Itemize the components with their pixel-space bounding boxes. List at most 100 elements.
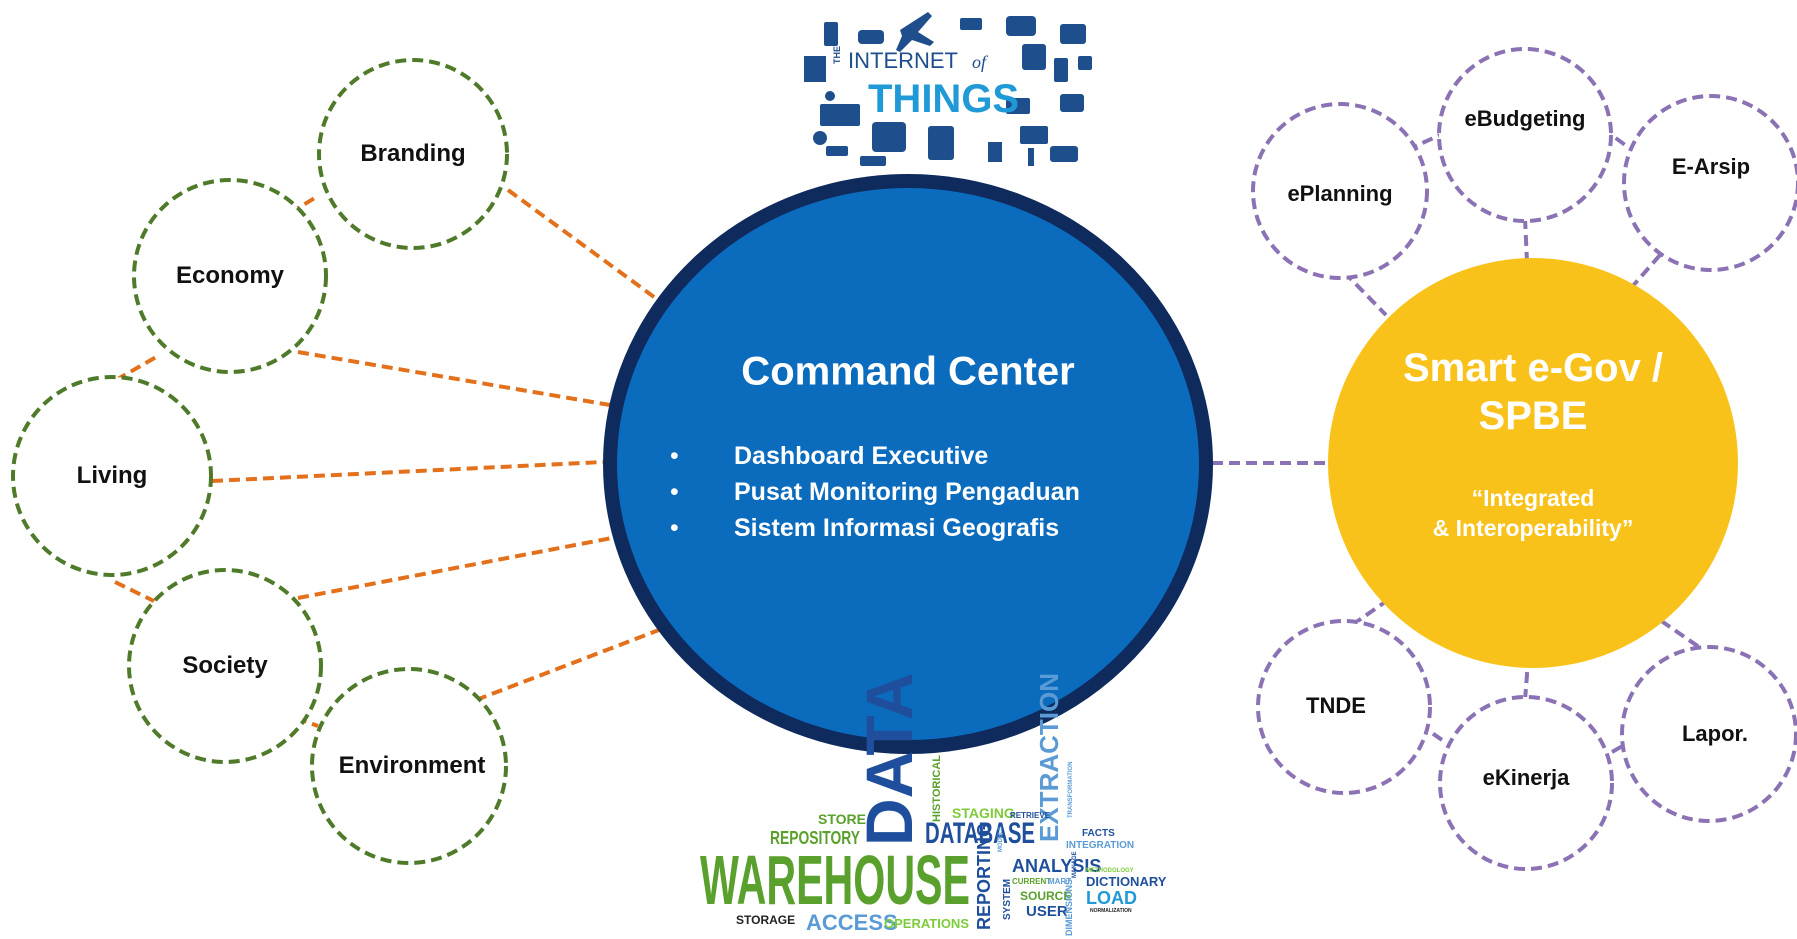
label-ekinerja: eKinerja [1482, 765, 1570, 790]
wc-current: CURRENT [1012, 877, 1051, 886]
label-environment: Environment [338, 752, 486, 779]
connector-environment [475, 623, 673, 702]
wc-dimensions: DIMENSIONS [1064, 879, 1074, 936]
wc-historical: HISTORICAL [931, 755, 943, 822]
iot-printer-icon [1006, 98, 1030, 114]
wc-staging: STAGING [952, 805, 1015, 821]
smart-gov-title-line1: Smart e-Gov / [1402, 346, 1664, 390]
iot-bed-icon [860, 156, 886, 166]
connector-living [211, 460, 604, 483]
connector-economy [297, 350, 611, 407]
connector-branding [506, 188, 667, 307]
connector-ebudgeting-smartgov [1523, 217, 1529, 263]
egov-circles [1251, 47, 1797, 871]
command-center-item: Dashboard Executive [670, 438, 1080, 474]
smart-gov-subtitle: “Integrated & Interoperability” [1433, 483, 1634, 543]
smart-gov-subtitle-line1: “Integrated [1471, 485, 1595, 511]
circle-environment [310, 667, 508, 865]
iot-phone-icon [824, 22, 838, 46]
iot-wifi-icon [825, 91, 835, 101]
circle-ekinerja [1438, 695, 1614, 871]
iot-speaker-icon [928, 126, 954, 160]
wc-access: ACCESS [806, 910, 898, 935]
wc-extraction: EXTRACTION [1034, 673, 1064, 842]
wc-transformation: TRANSFORMATION [1068, 761, 1074, 818]
smart-city-circles [11, 58, 509, 865]
iot-router-icon [960, 18, 982, 30]
command-center-item: Pusat Monitoring Pengaduan [670, 474, 1080, 510]
label-earsip: E-Arsip [1671, 154, 1751, 179]
iot-shower-icon [1028, 148, 1034, 166]
iot-washer-icon [872, 122, 906, 152]
iot-truck-icon [1060, 24, 1086, 44]
command-center-list: Dashboard Executive Pusat Monitoring Pen… [670, 438, 1080, 546]
circle-tnde [1256, 619, 1432, 795]
label-eplanning: ePlanning [1287, 181, 1393, 206]
command-center-item: Sistem Informasi Geografis [670, 510, 1080, 546]
wc-models: MODELS [998, 826, 1004, 852]
label-society: Society [182, 652, 268, 679]
wc-system: SYSTEM [1002, 879, 1013, 920]
wc-data: DATA [852, 672, 926, 846]
circle-earsip [1622, 94, 1797, 272]
circle-society [127, 568, 323, 764]
iot-internet-text: INTERNET [848, 48, 958, 73]
iot-trash-icon [1054, 58, 1068, 82]
label-tnde: TNDE [1306, 693, 1366, 718]
iot-ship-icon [826, 146, 848, 156]
iot-train-icon [1006, 16, 1036, 36]
iot-sign-icon [988, 142, 1002, 162]
wc-database: DATABASE [925, 817, 1035, 850]
iot-bulb-icon [813, 131, 827, 145]
label-economy: Economy [175, 262, 285, 289]
iot-building-icon [804, 56, 826, 82]
data-warehouse-word-cloud: DATA WAREHOUSE DATABASE EXTRACTION REPOS… [700, 672, 1167, 936]
connector-earsip-smartgov [1622, 253, 1662, 298]
label-branding: Branding [360, 140, 466, 167]
wc-reporting: REPORTING [974, 823, 994, 930]
circle-branding [317, 58, 509, 250]
label-lapor: Lapor. [1681, 721, 1749, 746]
wc-storage: STORAGE [736, 913, 795, 927]
connector-society-living [114, 580, 161, 606]
iot-icons [804, 12, 1092, 166]
wc-manage: MANAGE [1072, 851, 1078, 878]
wc-operations: OPERATIONS [884, 916, 969, 931]
circle-economy [132, 178, 328, 374]
label-living: Living [76, 462, 148, 489]
label-ebudgeting: eBudgeting [1464, 106, 1586, 131]
iot-plane-icon [896, 12, 934, 52]
iot-bus-icon [1022, 44, 1046, 70]
iot-faucet-icon [1078, 56, 1092, 70]
iot-things-text: THINGS [868, 77, 1019, 121]
command-center-title: Command Center [741, 349, 1075, 394]
circle-lapor [1620, 645, 1797, 823]
smart-gov-title-line2: SPBE [1478, 394, 1588, 438]
wc-load: LOAD [1086, 888, 1137, 908]
wc-methodology: METHODOLOGY [1086, 868, 1134, 874]
smart-gov-circle [1328, 258, 1738, 668]
iot-the-text: THE [832, 46, 842, 64]
iot-logo: THE INTERNET of THINGS [804, 12, 1092, 166]
iot-car-icon [858, 30, 884, 44]
circle-eplanning [1251, 102, 1429, 280]
smart-gov-subtitle-line2: & Interoperability” [1432, 515, 1634, 541]
wc-user: USER [1026, 903, 1068, 920]
iot-laptop-icon [1020, 126, 1048, 144]
iot-of-text: of [972, 52, 989, 72]
connector-society [297, 536, 613, 600]
wc-normalization: NORMALIZATION [1090, 908, 1132, 914]
iot-caravan-icon [1050, 146, 1078, 162]
wc-repository: REPOSITORY [770, 828, 860, 848]
iot-camera-icon [1060, 94, 1084, 112]
wc-source: SOURCE [1020, 889, 1071, 903]
circle-living [11, 375, 213, 577]
iot-tv-icon [820, 104, 860, 126]
wc-warehouse: WAREHOUSE [700, 841, 970, 919]
connector-ekinerja-lapor [1611, 742, 1627, 754]
smart-gov-title: Smart e-Gov / SPBE [1403, 344, 1663, 440]
wc-integration: INTEGRATION [1066, 840, 1134, 851]
wc-store: STORE [818, 811, 866, 827]
wc-retrieve: RETRIEVE [1010, 811, 1051, 820]
wc-dictionary: DICTIONARY [1086, 874, 1167, 889]
